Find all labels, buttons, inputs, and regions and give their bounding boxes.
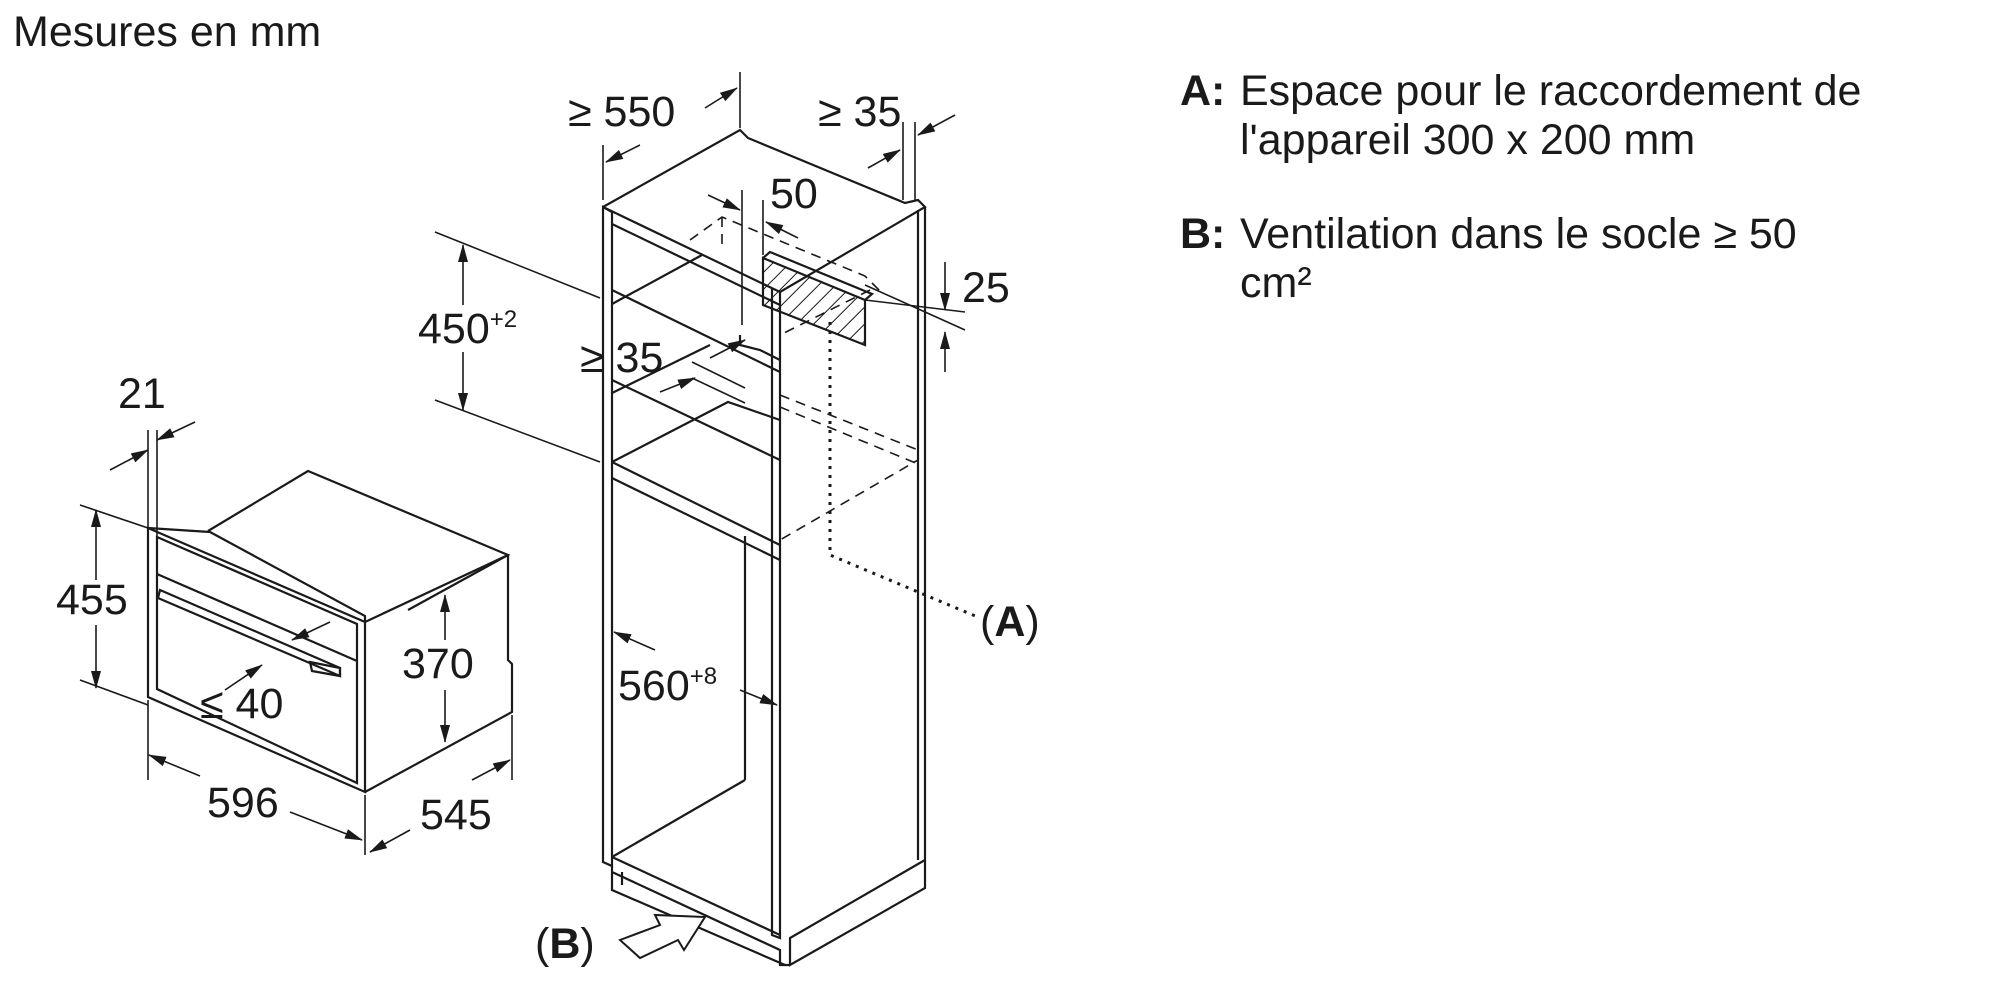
- appliance-front-frame-inner: [155, 535, 359, 785]
- dim-550-arrow-left: [605, 144, 641, 163]
- appliance: [146, 469, 514, 794]
- dim-35-top-arrow-left: [867, 149, 901, 169]
- dim-40-arrow-lower: [224, 664, 263, 691]
- legend-text-a-line1: Espace pour le raccordement de: [1240, 67, 1862, 115]
- dim-21-arrow-left: [109, 449, 149, 471]
- label-25: 25: [962, 264, 1010, 312]
- units-title: Mesures en mm: [13, 8, 322, 56]
- dim-545-arrow-right: [471, 759, 511, 781]
- dim-545-arrow-left: [369, 829, 411, 853]
- cabinet-dimensions: [434, 72, 966, 706]
- cabinet-oven-shelf: [611, 400, 781, 561]
- ventilation-arrow: [618, 913, 707, 960]
- label-ge35-shelf: ≥ 35: [580, 334, 663, 382]
- legend-text-a: Espace pour le raccordement de l'apparei…: [1240, 67, 1861, 165]
- cabinet-front-left: [601, 205, 614, 868]
- marker-a: (A): [980, 598, 1040, 646]
- legend-key-b: B:: [1180, 210, 1226, 258]
- label-545: 545: [420, 791, 492, 839]
- dim-50-arrow-left: [707, 194, 741, 211]
- legend-key-a: A:: [1180, 67, 1226, 115]
- appliance-body-top: [207, 469, 511, 611]
- marker-b: (B): [535, 920, 595, 968]
- cabinet-hidden-lines: [689, 216, 919, 541]
- appliance-panel-line: [156, 572, 358, 663]
- dim-596-arrow-right: [289, 811, 363, 841]
- cabinet: [601, 128, 927, 967]
- label-455: 455: [56, 576, 128, 624]
- cabinet-plinth: [610, 866, 786, 967]
- label-450-value: 450: [418, 305, 490, 353]
- cabinet-opening-side: [611, 536, 747, 858]
- label-50: 50: [770, 170, 818, 218]
- label-596: 596: [207, 779, 279, 827]
- marker-b-close: ): [580, 920, 594, 968]
- appliance-front-frame: [146, 526, 367, 794]
- marker-b-letter: B: [549, 920, 580, 968]
- cabinet-top-lower: [611, 223, 781, 306]
- dim-560-arrow-left: [613, 631, 656, 651]
- dim-50-arrow-right: [765, 221, 799, 239]
- dim-35-shelf-arrow-down: [659, 377, 696, 393]
- cabinet-front-right: [770, 288, 782, 940]
- dim-40-arrow-upper: [291, 621, 331, 641]
- marker-a-letter: A: [994, 598, 1025, 646]
- dim-35-shelf-arrow-up: [709, 339, 746, 359]
- dim-550-arrow-right: [704, 87, 738, 109]
- legend-text-a-line2: l'appareil 300 x 200 mm: [1240, 116, 1696, 164]
- label-560: 560+8: [618, 662, 717, 710]
- label-21: 21: [118, 370, 166, 418]
- dim-596-arrow-left: [148, 754, 201, 777]
- label-ge35-top: ≥ 35: [818, 88, 901, 136]
- appliance-body-side-edge: [364, 554, 509, 623]
- leader-a: [828, 322, 981, 620]
- dim-35-top-arrow-right: [917, 114, 956, 136]
- legend-text-b-line2: cm²: [1240, 259, 1312, 307]
- label-560-tolerance: +8: [690, 663, 717, 690]
- appliance-body-side: [364, 555, 514, 793]
- marker-a-open: (: [980, 598, 995, 646]
- label-370: 370: [402, 640, 474, 688]
- label-ge550: ≥ 550: [568, 88, 675, 136]
- appliance-handle-end: [308, 660, 342, 678]
- label-450: 450+2: [418, 305, 517, 353]
- marker-a-close: ): [1025, 598, 1039, 646]
- dim-560-arrow-right: [739, 689, 778, 706]
- cabinet-shelf-mid: [611, 344, 781, 461]
- legend-text-b-line1: Ventilation dans le socle ≥ 50: [1240, 210, 1797, 258]
- dim-21-arrow-right: [156, 421, 196, 441]
- label-450-tolerance: +2: [490, 306, 517, 333]
- legend-text-b: Ventilation dans le socle ≥ 50 cm²: [1240, 210, 1797, 308]
- cabinet-side-panel: [788, 207, 927, 967]
- appliance-top-flange: [147, 526, 367, 622]
- appliance-dimensions: [79, 421, 513, 855]
- vent-connection-space: [761, 250, 875, 347]
- marker-b-open: (: [535, 920, 550, 968]
- cabinet-shelf-upper: [611, 254, 781, 373]
- label-560-value: 560: [618, 662, 690, 710]
- label-le40: ≤ 40: [200, 680, 283, 728]
